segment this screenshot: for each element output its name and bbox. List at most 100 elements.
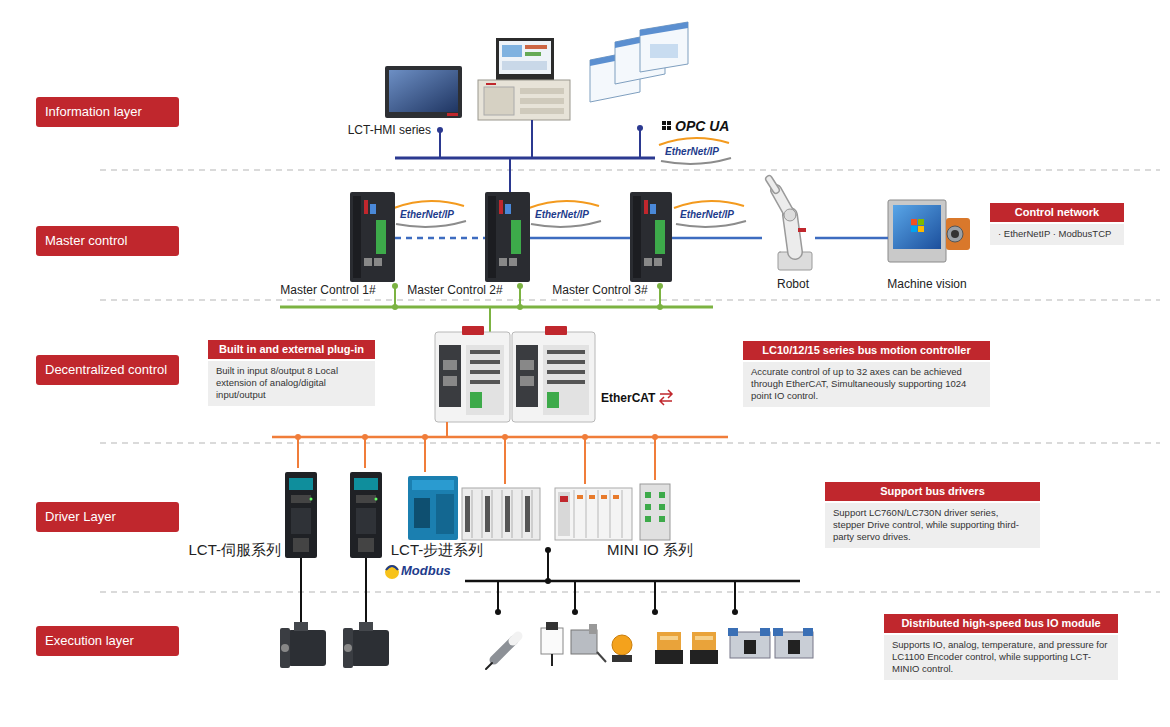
motion-controller [547,370,585,374]
robot-arm [769,179,776,190]
layer-separator [100,592,1160,593]
motion-controller [545,326,567,335]
ethernet-ip-swoosh [674,201,744,208]
limit-switch [541,628,563,654]
travel-switch [597,652,606,662]
protocol-logo-text: Modbus [401,563,451,579]
io-module-rack [525,496,530,532]
master-control-bus [519,286,521,307]
bus-dot [502,434,508,440]
ethercat-bus [272,422,728,484]
bus-dot [495,609,501,615]
machine-vision [911,219,917,225]
layer-name: Master control [45,233,127,249]
bus-dot [545,578,551,584]
device-box: Machine vision [888,200,970,262]
solenoid-valve [744,640,756,654]
protocol-logo-text: EtherNet/IP [400,209,454,221]
motion-controller [470,350,500,354]
callout-heading: LC10/12/15 series bus motion controller [762,344,970,356]
servo-drive [293,538,309,552]
mini-io-module [645,516,651,522]
master-controller [630,192,672,282]
industrial-pc [525,52,541,56]
device-label: Master Control 1# [280,283,375,297]
ethercat-arrows [660,390,672,398]
motion-controller [547,380,585,384]
motion-controller [547,392,559,408]
mini-io-module [659,504,665,510]
device-label: Robot [777,277,809,291]
bus-dot [437,125,643,133]
master-controller [376,220,386,254]
mini-io-module [555,488,632,540]
opc-ua-icon [667,126,671,130]
io-module-rack [485,496,490,532]
ethernet-ip-swoosh [396,221,466,227]
motion-controller [512,332,595,422]
layer-band: Decentralized control [36,355,179,385]
software-screens [640,22,688,36]
industrial-pc [499,41,551,74]
relay [660,636,678,640]
field-bus [465,580,800,583]
ethernet-ip-swoosh [676,221,746,227]
bus-dot [295,434,301,440]
relay [692,632,716,652]
servo-motor [343,622,389,668]
servo-drive [350,472,382,558]
io-module-rack [462,488,540,540]
bus-dot [637,125,643,131]
io-module-rack [505,496,510,532]
master-controller [374,258,382,266]
bus-dot [732,609,738,615]
ethernet-ip-swoosh [529,201,599,208]
machine-vision [893,205,941,249]
bus-dot [652,434,658,440]
servo-drive [285,472,317,558]
hmi-panel [389,70,458,112]
ethernet-ip-swoosh [394,201,464,208]
software-screens [650,44,678,58]
robot-arm [798,228,806,232]
servo-motor [281,644,289,652]
master-controller [511,220,521,254]
mini-io-module [577,495,583,499]
relay [695,636,713,640]
layer-band: Master control [36,226,179,256]
machine-vision [911,226,917,232]
servo-drive [354,478,378,490]
motion-controller [462,326,484,335]
device-box: Master Control 3# [630,192,672,282]
relay [690,650,718,664]
servo-motor [344,644,352,652]
master-controller [654,258,662,266]
relay [655,650,683,664]
ethernet-ip-swoosh [661,158,731,164]
master-controller [370,204,376,214]
layer-name: Decentralized control [45,362,167,378]
travel-switch [571,624,606,662]
opc-ua-icon [662,121,666,125]
machine-vision [918,226,924,232]
layer-separator [100,170,1160,592]
callout-heading: Support bus drivers [880,485,985,497]
callout-header-bar: Control network [990,203,1124,222]
mini-io-module [613,495,619,499]
device-label: LCT-伺服系列 [188,541,281,559]
field-bus [574,581,576,612]
protocol-logo-text: EtherNet/IP [665,146,719,158]
callout-heading: Distributed high-speed bus IO module [901,617,1100,629]
callout-header-bar: Distributed high-speed bus IO module [884,614,1118,633]
layer-band: Information layer [36,97,179,127]
servo-motor [359,622,373,631]
limit-switch [551,654,553,666]
network-connector [530,237,630,240]
motion-controller [512,326,595,422]
master-controller [499,258,507,266]
callout-body-panel: Supports IO, analog, temperature, and pr… [884,635,1118,680]
device-label: Machine vision [887,277,966,291]
motion-controller [547,350,585,354]
servo-drive [350,472,382,558]
mini-io-module [645,492,651,498]
